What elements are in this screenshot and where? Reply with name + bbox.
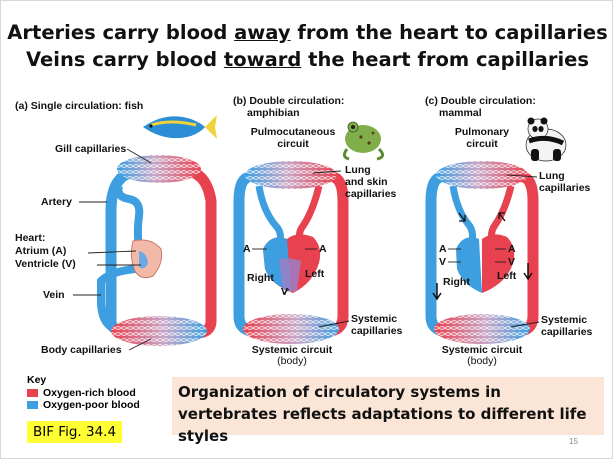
label-amphibian-ventricle: V [281, 287, 288, 298]
label-mammal-lung: Lung [539, 171, 565, 182]
label-atrium: Atrium (A) [15, 246, 66, 257]
label-pulmonary: Pulmonary [437, 127, 527, 138]
panel-b-heading-1: (b) Double circulation: [233, 96, 344, 107]
fish-icon [143, 115, 217, 139]
oxygen-rich-swatch [27, 389, 38, 397]
label-mammal-systemic: Systemic [541, 315, 587, 326]
label-amphibian-left: Left [305, 269, 324, 280]
mammal-circulation [431, 118, 566, 345]
label-pulmocutaneous-circuit: circuit [241, 139, 345, 150]
label-artery: Artery [41, 197, 72, 208]
label-body-capillaries: Body capillaries [41, 345, 122, 356]
panel-c-heading-2: mammal [439, 108, 482, 119]
page-number: 15 [569, 437, 578, 446]
label-vein: Vein [43, 290, 65, 301]
label-lung: Lung [345, 165, 371, 176]
label-heart: Heart: [15, 233, 45, 244]
mammal-artery-loop [521, 177, 533, 331]
panel-b-heading-2: amphibian [247, 108, 300, 119]
key-oxygen-rich: Oxygen-rich blood [27, 387, 136, 399]
label-mammal-ventricle-left: V [439, 257, 446, 268]
label-gill-capillaries: Gill capillaries [55, 144, 126, 155]
panel-c-heading-1: (c) Double circulation: [425, 96, 536, 107]
label-amphibian-atrium-right: A [319, 244, 327, 255]
label-amphibian-atrium-left: A [243, 244, 251, 255]
fish-artery-loop [181, 171, 211, 333]
panel-a-heading: (a) Single circulation: fish [15, 101, 143, 112]
panda-icon [526, 118, 566, 162]
label-amphibian-systemic: Systemic [351, 314, 397, 325]
label-lung-skin-capillaries: capillaries [345, 189, 396, 200]
figure-reference: BIF Fig. 34.4 [27, 421, 122, 443]
label-amphibian-systemic-capillaries: capillaries [351, 326, 402, 337]
oxygen-poor-swatch [27, 401, 38, 409]
label-mammal-atrium-right: A [508, 244, 516, 255]
amphibian-circulation [239, 122, 383, 344]
label-ventricle: Ventricle (V) [15, 259, 76, 270]
label-mammal-systemic-capillaries: capillaries [541, 327, 592, 338]
amphibian-artery-loop [331, 177, 343, 331]
key-oxygen-poor: Oxygen-poor blood [27, 399, 140, 411]
label-and-skin: and skin [345, 177, 388, 188]
frog-icon [344, 122, 382, 159]
label-mammal-right: Right [443, 277, 470, 288]
label-pulmocutaneous: Pulmocutaneous [241, 127, 345, 138]
label-pulmonary-circuit: circuit [437, 139, 527, 150]
summary-note: Organization of circulatory systems in v… [172, 377, 604, 435]
key-title: Key [27, 374, 46, 386]
label-mammal-atrium-left: A [439, 244, 447, 255]
label-amphibian-body: (body) [237, 356, 347, 367]
label-mammal-left: Left [497, 271, 516, 282]
label-amphibian-right: Right [247, 273, 274, 284]
label-mammal-lung-capillaries: capillaries [539, 183, 590, 194]
label-mammal-ventricle-right: V [508, 257, 515, 268]
label-mammal-body: (body) [427, 356, 537, 367]
